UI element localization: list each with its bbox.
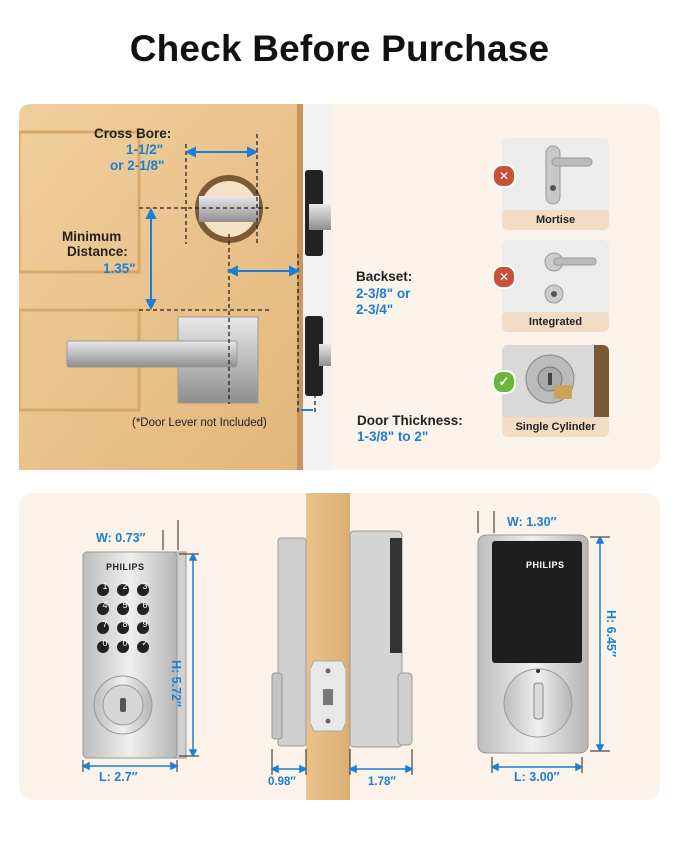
keypad-key: 3 xyxy=(142,581,148,591)
backset-label: Backset: xyxy=(356,269,413,284)
cross-bore-value-2: or 2-1/8" xyxy=(110,158,165,173)
status-bad-icon: ✕ xyxy=(492,265,516,289)
keypad-key: ✓ xyxy=(141,638,149,648)
min-distance-value: 1.35" xyxy=(103,261,136,276)
door-thickness-value: 1-3/8" to 2" xyxy=(357,429,429,444)
status-good-icon: ✓ xyxy=(492,370,516,394)
touch-lock-brand-label: PHILIPS xyxy=(526,560,565,570)
door-type-label-integrated: Integrated xyxy=(502,312,609,332)
cross-bore-value-1: 1-1/2" xyxy=(126,142,164,157)
door-type-label-single-cylinder: Single Cylinder xyxy=(502,417,609,437)
keypad-lock-illustration xyxy=(81,520,199,772)
deadbolt-key-icon xyxy=(502,345,609,417)
keypad-key: 4 xyxy=(102,600,108,610)
touch-lock-length-label: L: 3.00′′ xyxy=(514,770,560,784)
touchscreen-lock-illustration xyxy=(477,511,610,773)
door-type-card-single-cylinder: Single Cylinder xyxy=(502,345,609,437)
backset-value-2: 2-3/4" xyxy=(356,302,394,317)
keypad-key: 8 xyxy=(122,619,128,629)
side-depth-inner-label: 0.98′′ xyxy=(268,776,296,788)
door-thickness-label: Door Thickness: xyxy=(357,413,463,428)
door-type-label-mortise: Mortise xyxy=(502,210,609,230)
keypad-key: 0 xyxy=(122,638,128,648)
keypad-key: 1 xyxy=(102,581,108,591)
keypad-width-label: W: 0.73′′ xyxy=(96,531,146,545)
keypad-key: 7 xyxy=(102,619,108,629)
side-view-illustration xyxy=(270,493,414,800)
door-type-card-mortise: Mortise xyxy=(502,138,609,230)
keypad-brand-label: PHILIPS xyxy=(106,562,145,572)
side-depth-outer-label: 1.78′′ xyxy=(368,776,396,788)
backset-value-1: 2-3/8" or xyxy=(356,286,411,301)
min-distance-label-1: Minimum xyxy=(62,229,122,244)
keypad-height-label: H: 5.72′′ xyxy=(169,660,183,707)
status-bad-icon: ✕ xyxy=(492,164,516,188)
door-type-card-integrated: Integrated xyxy=(502,240,609,332)
keypad-key: 6 xyxy=(142,600,148,610)
keypad-key: 0 xyxy=(102,638,108,648)
door-illustration xyxy=(19,104,331,470)
touch-lock-height-label: H: 6.45′′ xyxy=(604,610,618,657)
touch-lock-width-label: W: 1.30′′ xyxy=(507,515,557,529)
page-title: Check Before Purchase xyxy=(129,28,550,69)
keypad-key: 5 xyxy=(122,600,128,610)
keypad-key: 2 xyxy=(122,581,128,591)
lever-note: (*Door Lever not Included) xyxy=(132,417,267,429)
integrated-handle-icon xyxy=(502,240,609,312)
keypad-key: 9 xyxy=(142,619,148,629)
cross-bore-label: Cross Bore: xyxy=(94,126,172,141)
mortise-handle-icon xyxy=(502,138,609,210)
min-distance-label-2: Distance: xyxy=(67,244,128,259)
keypad-length-label: L: 2.7′′ xyxy=(99,770,138,784)
